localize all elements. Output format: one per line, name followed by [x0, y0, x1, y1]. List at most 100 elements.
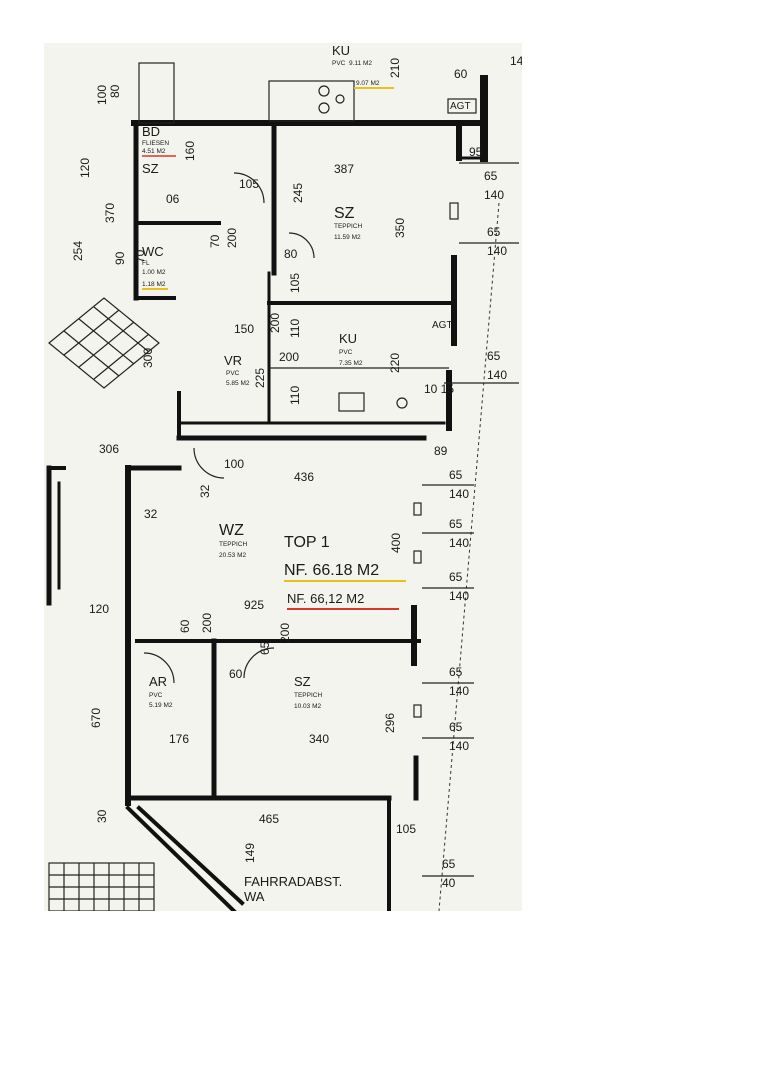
dim-340: 340 [309, 732, 329, 746]
dim-200d: 200 [278, 623, 292, 643]
dim-220: 220 [388, 353, 402, 373]
dim-200c: 200 [200, 613, 214, 633]
side-dim-top: 65 [449, 517, 463, 531]
ku-sub: PVC [332, 60, 346, 67]
dim-70b: 70 [133, 249, 147, 263]
ku2-sub: PVC [339, 349, 353, 356]
dim-65: 65 [258, 641, 272, 655]
side-dimension-pairs: 65 140 65 140 65 140 65 140 65 140 65 14… [442, 169, 507, 890]
side-dim-top: 65 [487, 349, 501, 363]
dim-670: 670 [89, 708, 103, 728]
dim-200a: 200 [225, 228, 239, 248]
vr-label: VR [224, 353, 242, 368]
dim-400: 400 [389, 533, 403, 553]
wz-area: 20.53 M2 [219, 552, 246, 559]
wc-area-corrected: 1.18 M2 [142, 281, 166, 288]
dim-200b: 200 [279, 350, 299, 364]
dim-06: 06 [166, 192, 180, 206]
bd-area: 4.51 M2 [142, 148, 166, 155]
dim-300: 300 [141, 348, 155, 368]
side-dim-bot: 40 [442, 876, 456, 890]
agt-top-label: AGT [450, 101, 471, 112]
dim-60: 60 [454, 67, 468, 81]
dim-105c: 105 [396, 822, 416, 836]
side-dim-bot: 140 [449, 487, 469, 501]
dim-160: 160 [183, 141, 197, 161]
sz-bot-area: 10.03 M2 [294, 703, 321, 710]
dim-387: 387 [334, 162, 354, 176]
wz-label: WZ [219, 522, 244, 539]
dim-465: 465 [259, 812, 279, 826]
nf-secondary: NF. 66,12 M2 [287, 591, 364, 606]
sz-top-label: SZ [334, 205, 355, 222]
sz-bot-label: SZ [294, 674, 311, 689]
wc-label: WC [142, 244, 164, 259]
wc-sub: FL [142, 260, 150, 267]
sz-top-area: 11.59 M2 [334, 234, 361, 241]
side-dim-bot: 140 [487, 244, 507, 258]
ku-area: 9.11 M2 [349, 60, 372, 67]
dim-110b: 110 [288, 386, 302, 405]
dim-105b: 105 [288, 273, 302, 293]
bd-sub: FLIESEN [142, 140, 169, 147]
dim-32a: 32 [198, 484, 212, 498]
dim-60b: 60 [178, 619, 192, 633]
dim-306: 306 [99, 442, 119, 456]
dim-95: 95 [469, 145, 483, 159]
ku-label: KU [332, 43, 350, 58]
side-dim-top: 65 [449, 468, 463, 482]
agt-mid-label: AGT [432, 320, 453, 331]
dim-110a: 110 [288, 319, 302, 338]
dim-14: 14 [510, 54, 522, 68]
wa-label: WA [244, 889, 265, 904]
dim-120b: 120 [89, 602, 109, 616]
vr-sub: PVC [226, 370, 240, 377]
dim-89: 89 [434, 444, 448, 458]
ar-sub: PVC [149, 692, 163, 699]
dimension-numbers: 80 100 60 95 14 210 160 105 245 350 387 … [71, 54, 524, 863]
ku-area-corrected: 9.07 M2 [356, 80, 380, 87]
dim-100b: 100 [224, 457, 244, 471]
top-label: TOP 1 [284, 534, 330, 551]
dim-200e: 200 [268, 313, 282, 333]
ku2-label: KU [339, 331, 357, 346]
dim-90: 90 [113, 251, 127, 265]
dim-436: 436 [294, 470, 314, 484]
sz-top-sub: TEPPICH [334, 223, 362, 230]
ku2-area: 7.35 M2 [339, 360, 363, 367]
side-dim-bot: 140 [449, 536, 469, 550]
floor-plan-drawing: KU PVC 9.11 M2 9.07 M2 AGT BD FLIESEN 4.… [46, 43, 524, 914]
dim-32b: 32 [144, 507, 158, 521]
wz-sub: TEPPICH [219, 541, 247, 548]
dim-60c: 60 [229, 667, 243, 681]
dim-105: 105 [239, 177, 259, 191]
side-dim-bot: 140 [449, 739, 469, 753]
dim-370: 370 [103, 203, 117, 223]
side-dim-top: 65 [484, 169, 498, 183]
dim-30: 30 [95, 809, 109, 823]
dim-80: 80 [108, 84, 122, 98]
dim-120a: 120 [78, 158, 92, 178]
dim-210: 210 [388, 58, 402, 78]
side-dim-top: 65 [442, 857, 456, 871]
side-dim-bot: 140 [449, 589, 469, 603]
nf-primary: NF. 66.18 M2 [284, 562, 379, 579]
dim-296: 296 [383, 713, 397, 733]
right-dimension-lines [422, 162, 519, 877]
dim-80b: 80 [284, 247, 298, 261]
vr-area: 5.85 M2 [226, 380, 250, 387]
side-dim-top: 65 [449, 570, 463, 584]
walls [46, 62, 500, 914]
dim-925: 925 [244, 598, 264, 612]
dim-149: 149 [243, 843, 257, 863]
dim-350: 350 [393, 218, 407, 238]
dim-254: 254 [71, 241, 85, 261]
room-labels: KU PVC 9.11 M2 9.07 M2 AGT BD FLIESEN 4.… [142, 43, 477, 904]
dim-100: 100 [95, 85, 109, 105]
side-dim-bot: 140 [449, 684, 469, 698]
side-dim-bot: 140 [484, 188, 504, 202]
side-dim-top: 65 [449, 665, 463, 679]
side-dim-top: 65 [487, 225, 501, 239]
wc-area: 1.00 M2 [142, 269, 166, 276]
floor-plan: KU PVC 9.11 M2 9.07 M2 AGT BD FLIESEN 4.… [44, 43, 524, 914]
